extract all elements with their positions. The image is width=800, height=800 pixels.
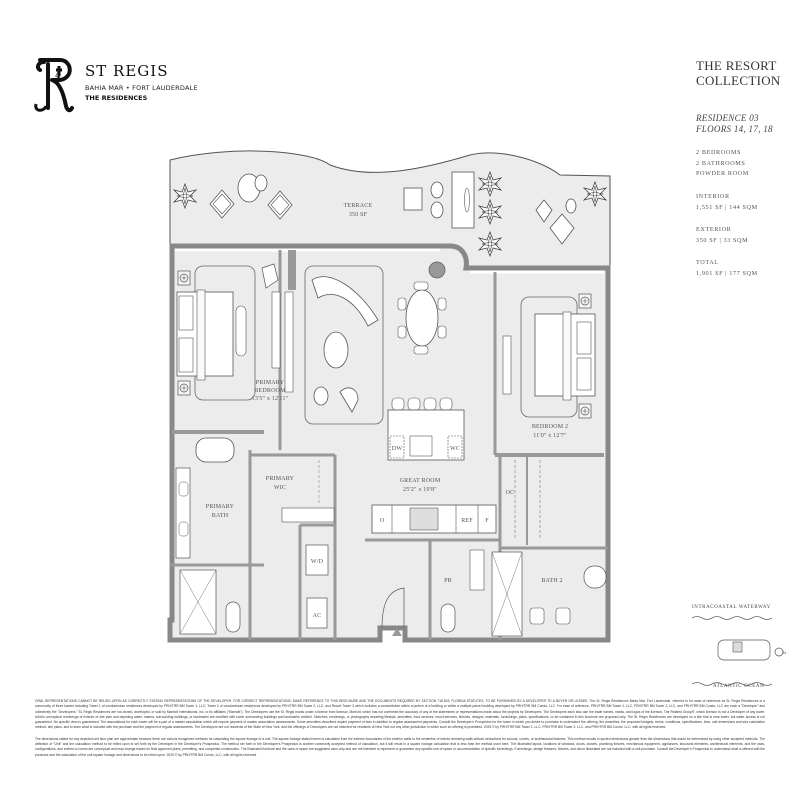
st-regis-monogram-icon: 4 — [34, 58, 74, 113]
ac-label: AC — [313, 613, 322, 619]
residence-heading: RESIDENCE 03 FLOORS 14, 17, 18 — [696, 113, 796, 135]
brand-location: BAHIA MAR • FORT LAUDERDALE — [85, 84, 198, 92]
washer-dryer-label: W/D — [311, 559, 324, 565]
collection-line-2: COLLECTION — [696, 73, 781, 88]
bedroom-2-label: BEDROOM 2 — [532, 424, 568, 430]
oven-label: O — [380, 518, 385, 524]
terrace: TERRACE 350 SF — [169, 150, 611, 269]
great-room-dims: 25'2" x 19'8" — [403, 487, 437, 493]
primary-bedroom: PRIMARY BEDROOM 13'5" x 12'11" — [176, 263, 294, 402]
primary-bath: PRIMARY BATH — [175, 437, 241, 635]
primary-bedroom-label-2: BEDROOM — [254, 388, 286, 394]
interior-label: INTERIOR — [696, 192, 730, 200]
north-label: N — [783, 650, 786, 655]
bedroom-2-dims: 11'0" x 12'7" — [533, 433, 567, 439]
feature-bedrooms: 2 BEDROOMS — [696, 149, 742, 156]
exterior-value: 350 SF | 33 SQM — [696, 236, 749, 244]
primary-bath-label-2: BATH — [212, 513, 229, 519]
wine-cooler-label: WC — [450, 446, 460, 452]
exterior-label: EXTERIOR — [696, 225, 732, 233]
feature-bathrooms: 2 BATHROOMS — [696, 159, 746, 167]
north-arrow-icon — [774, 647, 784, 657]
disclaimer-paragraph-2: The dimensions stated for any depicted u… — [35, 736, 765, 757]
primary-wic: PRIMARY WIC W/D AC — [266, 460, 335, 629]
legal-disclaimer: ORAL REPRESENTATIONS CANNOT BE RELIED UP… — [35, 699, 765, 764]
residence-number: RESIDENCE 03 — [696, 113, 759, 123]
primary-wic-label: PRIMARY — [266, 476, 295, 482]
terrace-area: 350 SF — [349, 212, 368, 218]
intracoastal-label: INTRACOASTAL WATERWAY — [692, 605, 771, 610]
total-value: 1,901 SF | 177 SQM — [696, 269, 758, 277]
primary-wic-label-2: WIC — [274, 485, 286, 491]
nightstand-icon — [177, 270, 191, 286]
interior-area: INTERIOR 1,551 SF | 144 SQM — [696, 191, 796, 213]
feature-list: 2 BEDROOMS 2 BATHROOMS POWDER ROOM — [696, 148, 796, 180]
nightstand-icon — [578, 293, 592, 309]
primary-bath-label: PRIMARY — [206, 504, 235, 510]
refrigerator-label: REF — [461, 518, 473, 524]
total-label: TOTAL — [696, 258, 719, 266]
brand-subtitle: THE RESIDENCES — [85, 94, 148, 102]
orientation-diagram: INTRACOASTAL WATERWAY N — [692, 598, 792, 698]
nightstand-icon — [177, 380, 191, 396]
residence-floors: FLOORS 14, 17, 18 — [696, 124, 773, 134]
site-diagram-icon: N — [692, 616, 786, 686]
brand-name: ST REGIS — [85, 62, 169, 80]
disclaimer-paragraph-1: ORAL REPRESENTATIONS CANNOT BE RELIED UP… — [35, 699, 765, 730]
bath-2-label: BATH 2 — [541, 578, 562, 584]
terrace-label: TERRACE — [344, 203, 373, 209]
dishwasher-label: DW — [392, 446, 403, 452]
bedroom-2: BEDROOM 2 11'0" x 12'7" OC — [502, 293, 596, 545]
powder-room-label: PR — [444, 578, 452, 584]
collection-title: THE RESORT COLLECTION — [696, 58, 796, 88]
entry-arrow-icon — [392, 628, 402, 636]
feature-powder-room: POWDER ROOM — [696, 170, 749, 177]
entry-and-baths: PR BATH 2 — [381, 549, 607, 637]
primary-bedroom-label: PRIMARY — [256, 380, 285, 386]
svg-text:4: 4 — [55, 70, 61, 80]
interior-value: 1,551 SF | 144 SQM — [696, 203, 758, 211]
closet-label: OC — [506, 490, 515, 496]
exterior-area: EXTERIOR 350 SF | 33 SQM — [696, 224, 796, 246]
nightstand-icon — [578, 403, 592, 419]
total-area: TOTAL 1,901 SF | 177 SQM — [696, 257, 796, 279]
great-room-label: GREAT ROOM — [400, 478, 441, 484]
freezer-label: F — [485, 518, 489, 524]
primary-bedroom-dims: 13'5" x 12'11" — [252, 396, 289, 402]
atlantic-ocean-label: ATLANTIC OCEAN — [713, 684, 765, 689]
living-area: DW WC GREAT ROOM 25'2" x 19'8" O REF F — [304, 261, 497, 534]
collection-line-1: THE RESORT — [696, 58, 777, 73]
brand-logo: 4 ST REGIS BAHIA MAR • FORT LAUDERDALE T… — [30, 56, 270, 116]
residence-info-panel: THE RESORT COLLECTION RESIDENCE 03 FLOOR… — [696, 58, 796, 279]
